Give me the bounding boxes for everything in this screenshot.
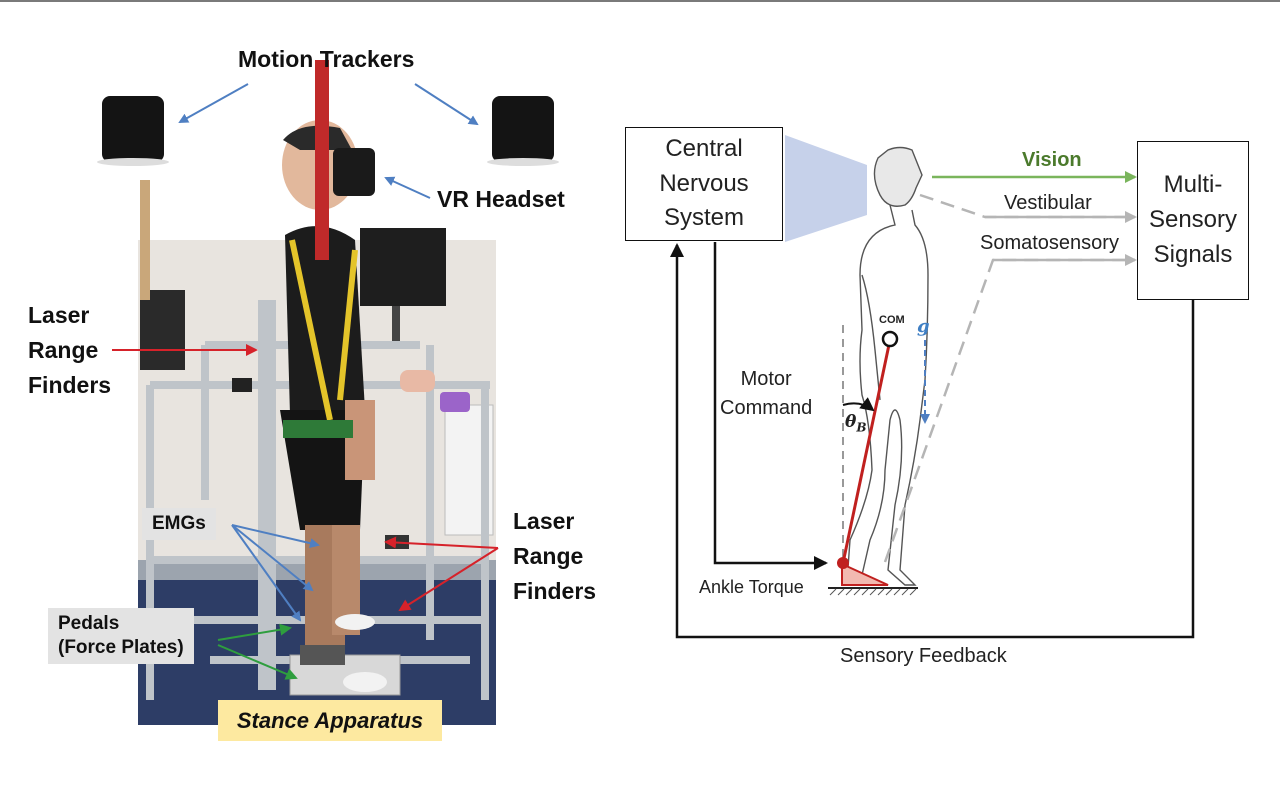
sensory-feedback-loop [670,243,1195,639]
motion-tracker-right [487,96,559,166]
motor-command-arrow [713,242,828,570]
laser-sensor-left [232,378,252,392]
laser-range-finders-right-label: Laser Range Finders [513,504,596,609]
stance-apparatus-label: Stance Apparatus [218,700,442,741]
arrow-tracker-left [178,83,249,123]
vr-headset-device [333,148,375,196]
laser-range-finders-left-label: Laser Range Finders [28,298,111,403]
theta-b-label: θB [845,412,867,434]
participant [280,60,387,692]
cns-line-1: Central [665,134,743,162]
theta-subscript: B [856,420,867,435]
somatosensory-label: Somatosensory [980,232,1119,254]
wooden-stick [140,180,150,300]
cns-line-3: System [663,204,744,232]
foot-triangle [841,562,889,586]
ground-hatch [829,588,917,596]
laser-right-line-3: Finders [513,578,597,604]
com-marker [881,330,899,348]
arrow-tracker-right [414,83,479,126]
vertical-post [258,300,276,690]
multi-line-1: Multi- [1163,171,1223,199]
multi-line-2: Sensory [1148,206,1238,234]
arrow-vr-headset [384,176,431,199]
arrows-emgs [231,524,320,622]
cns-line-2: Nervous [659,169,749,197]
laser-right-line-2: Range [513,543,584,569]
multi-line-3: Signals [1153,240,1233,268]
cns-box: Central Nervous System [625,127,783,241]
motor-command-line-1: Motor [740,368,792,390]
arrow-pedal-upper [217,623,292,641]
multi-sensory-box: Multi- Sensory Signals [1137,141,1249,300]
pedals-line-1: Pedals [58,613,120,634]
vr-headset-label: VR Headset [437,186,565,212]
theta-symbol: θ [845,412,857,432]
pedals-label: Pedals (Force Plates) [48,608,194,664]
monitor-right [360,228,446,306]
laser-left-line-2: Range [28,337,99,363]
arrow-laser-right-lower [398,547,499,612]
theta-arc [842,397,875,412]
human-figure [847,146,929,586]
motion-trackers-label: Motion Trackers [238,46,415,72]
motor-command-label: Motor Command [720,365,812,423]
top-border [0,0,1280,2]
handrail-grip [400,370,435,392]
vision-cone [785,135,867,242]
purple-item [440,392,470,412]
com-label: COM [879,314,905,326]
laser-left-line-1: Laser [28,302,90,328]
ankle-torque-label: Ankle Torque [699,577,804,597]
vestibular-label: Vestibular [1004,192,1092,214]
gravity-label: g [917,316,930,337]
motion-tracker-left [97,96,169,166]
laser-right-line-1: Laser [513,508,575,534]
pedals-line-2: (Force Plates) [58,636,184,658]
arrow-pedal-lower [217,644,298,680]
laser-left-line-3: Finders [28,372,112,398]
sensory-feedback-label: Sensory Feedback [840,645,1007,667]
motor-command-line-2: Command [720,397,813,419]
somatosensory-arrow-dash [883,258,1135,563]
ankle-joint [837,557,849,569]
arrow-laser-right-upper [384,536,499,549]
monitor-left [140,290,185,370]
emgs-label: EMGs [142,508,216,540]
monitor-stand [392,306,400,346]
harness-rope [315,60,329,260]
vision-label: Vision [1022,149,1082,171]
inverted-pendulum [841,339,892,564]
